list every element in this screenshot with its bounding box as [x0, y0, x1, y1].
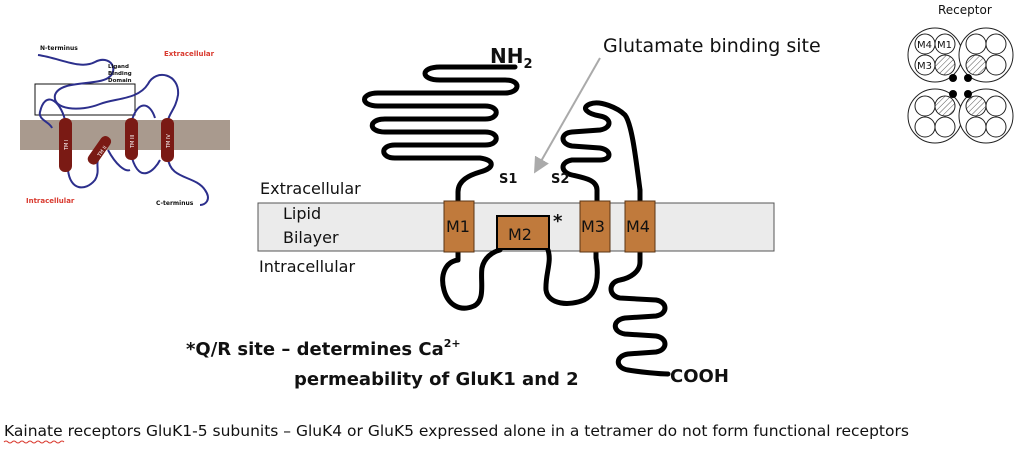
inset-ligand-label: Domain: [108, 78, 132, 84]
intracellular-label: Intracellular: [259, 257, 355, 276]
helix-circle: [965, 33, 987, 55]
caption-rest: receptors GluK1-5 subunits – GluK4 or Gl…: [63, 422, 909, 440]
c-terminal-tail-path: [608, 248, 671, 377]
helix-circle: [934, 33, 956, 55]
ca-superscript: 2+: [444, 337, 461, 350]
segment-m4-label: M4: [626, 217, 650, 236]
pore-dot: [949, 74, 957, 82]
inset-tm3-label: TM III: [130, 135, 136, 149]
segment-m2: [496, 215, 550, 250]
inset-helix-tm2: [87, 135, 112, 165]
inset-ligand-label: Ligand: [108, 64, 129, 70]
bilayer-label: Bilayer: [283, 228, 339, 247]
qr-site-marker: *: [553, 211, 563, 232]
nh2-main: NH: [490, 44, 523, 68]
nh2-label: NH2: [490, 44, 533, 72]
s2-loop-path: [560, 100, 643, 208]
helix-circle: [965, 116, 987, 138]
s1-label: S1: [499, 172, 517, 187]
inset-strand-path: [131, 104, 156, 121]
topology-inset: TM I TM II TM III TM IV N-terminus Ligan…: [20, 45, 230, 207]
helix-circle: [914, 95, 936, 117]
inset-tm4-label: TM IV: [166, 134, 172, 149]
m1-m2-loop-path: [440, 247, 503, 311]
spellcheck-underline: [3, 440, 65, 444]
segment-m4: [624, 200, 656, 253]
helix-circle: [985, 95, 1007, 117]
segment-m1: [443, 200, 475, 253]
pore-dot: [949, 90, 957, 98]
inset-strand-path: [107, 149, 131, 172]
inset-intracellular-label: Intracellular: [26, 197, 75, 205]
receptor-m1-label: M1: [937, 40, 952, 51]
inset-helix-tm3: [125, 118, 138, 160]
inset-helix-tm1: [59, 118, 72, 172]
helix-circle-hatched: [934, 95, 956, 117]
receptor-title: Receptor: [938, 3, 992, 17]
glutamate-arrow: [534, 57, 601, 174]
inset-strand-path: [38, 98, 66, 129]
segment-m1-label: M1: [446, 217, 470, 236]
inset-c-terminus-label: C-terminus: [156, 200, 194, 207]
helix-circle: [985, 116, 1007, 138]
qr-site-note-line1: *Q/R site – determines Ca2+: [186, 337, 461, 360]
helix-circle: [985, 54, 1007, 76]
m2-m3-loop-path: [543, 247, 600, 306]
inset-helix-tm4: [161, 118, 174, 162]
helix-circle-hatched: [965, 54, 987, 76]
receptor-inset: Receptor M4 M1 M3: [907, 3, 1014, 144]
nh2-subscript: 2: [523, 57, 532, 72]
inset-strand-path: [37, 54, 180, 121]
pore-dot: [964, 90, 972, 98]
helix-circle-hatched: [965, 95, 987, 117]
helix-circle: [914, 116, 936, 138]
qr-note-main: *Q/R site – determines Ca: [186, 339, 444, 360]
subunit-circle: [907, 27, 963, 83]
inset-n-terminus-label: N-terminus: [40, 45, 78, 52]
extracellular-label: Extracellular: [260, 179, 361, 198]
segment-m3-label: M3: [581, 217, 605, 236]
pore-dot: [964, 74, 972, 82]
glutamate-binding-label: Glutamate binding site: [603, 35, 821, 57]
segment-m2-label: M2: [508, 225, 532, 244]
helix-circle: [985, 33, 1007, 55]
caption-text: Kainate receptors GluK1-5 subunits – Glu…: [4, 422, 909, 440]
caption-word-kainate: Kainate: [4, 422, 63, 440]
main-diagram: M1 M2 M3 M4 * NH2 Glutamate binding site…: [186, 35, 821, 390]
inset-strand-path: [131, 157, 161, 175]
helix-circle: [934, 116, 956, 138]
subunit-circle: [958, 27, 1014, 83]
inset-tm1-label: TM I: [64, 140, 70, 151]
lipid-label: Lipid: [283, 204, 321, 223]
receptor-m4-label: M4: [917, 40, 932, 51]
cooh-label: COOH: [670, 366, 729, 387]
receptor-m3-label: M3: [917, 61, 932, 72]
inset-extracellular-label: Extracellular: [164, 50, 215, 58]
segment-m3: [579, 200, 611, 253]
helix-circle-hatched: [934, 54, 956, 76]
s1-loop-path: [362, 64, 520, 208]
qr-site-note-line2: permeability of GluK1 and 2: [294, 369, 579, 390]
inset-strand-path: [67, 159, 99, 189]
inset-strand-path: [167, 157, 209, 206]
inset-ligand-label: Binding: [108, 71, 132, 77]
s2-label: S2: [551, 172, 569, 187]
